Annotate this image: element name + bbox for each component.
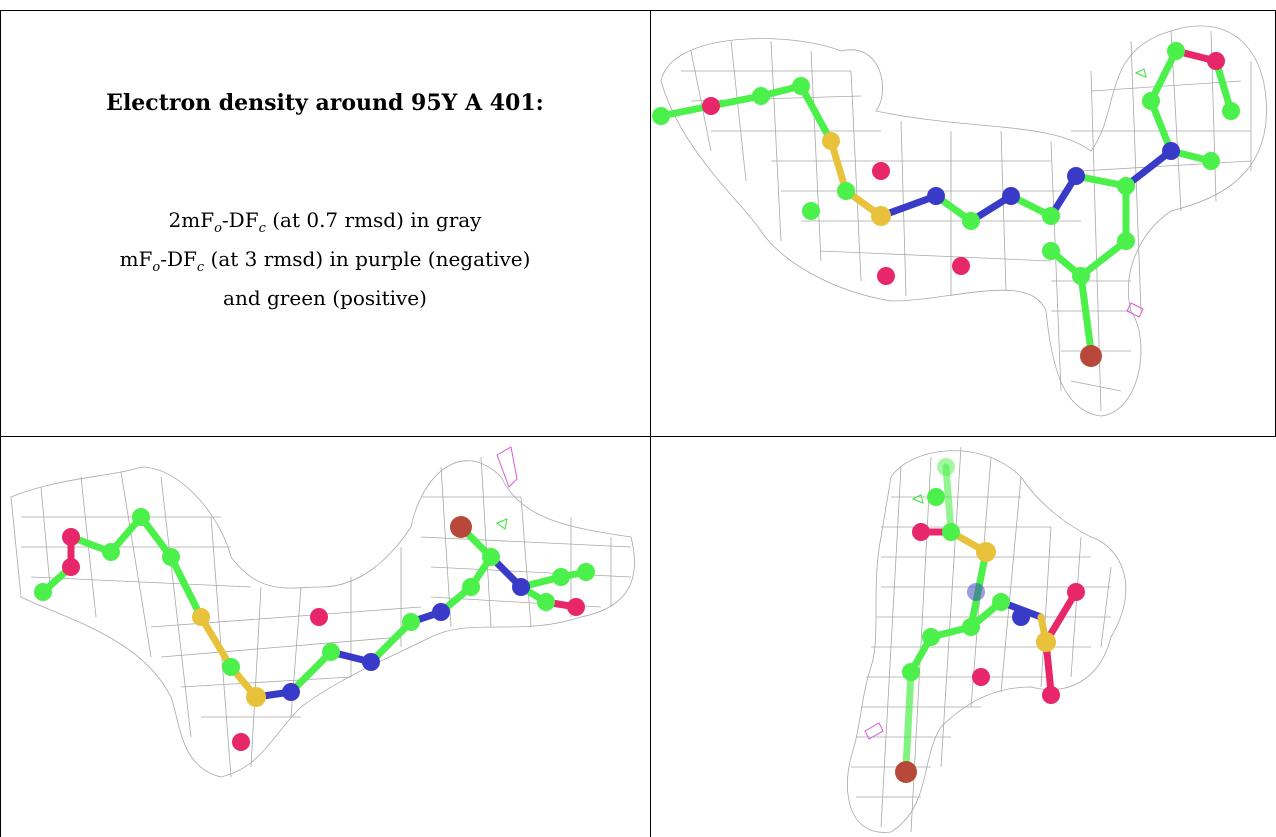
molecule-atoms (895, 458, 1085, 783)
table-center-border (650, 10, 651, 837)
table-left-border (0, 10, 1, 837)
table-middle-border (0, 436, 1276, 437)
molecule-atoms (34, 508, 595, 751)
neg-density-blob (496, 446, 518, 488)
density-image-1 (652, 25, 1267, 417)
view-bottom-right (651, 437, 1275, 837)
caption-title: Electron density around 95Y A 401: (106, 90, 544, 116)
molecule-bonds (39, 513, 590, 701)
caption-line-1: 2mFo-DFc (at 0.7 rmsd) in gray (168, 208, 482, 236)
view-top-right (651, 11, 1275, 436)
view-bottom-left (1, 437, 650, 837)
table-top-border (0, 10, 1276, 11)
molecule-atoms (652, 42, 1240, 367)
neg-density-blob (1126, 302, 1144, 318)
density-image-2 (10, 446, 635, 778)
pos-density-blob (1134, 68, 1147, 78)
caption-line-2: mFo-DFc (at 3 rmsd) in purple (negative) (119, 247, 531, 275)
caption-cell: Electron density around 95Y A 401: 2mFo-… (0, 10, 650, 436)
figure-table: Electron density around 95Y A 401: 2mFo-… (0, 10, 1276, 837)
pos-density-blob (911, 494, 924, 504)
caption-line-3: and green (positive) (223, 286, 427, 310)
density-mesh (847, 446, 1127, 833)
neg-density-blob (864, 722, 884, 740)
density-image-3 (847, 446, 1127, 833)
pos-density-blob (495, 518, 508, 530)
caption-body: 2mFo-DFc (at 0.7 rmsd) in gray mFo-DFc (… (0, 205, 650, 313)
